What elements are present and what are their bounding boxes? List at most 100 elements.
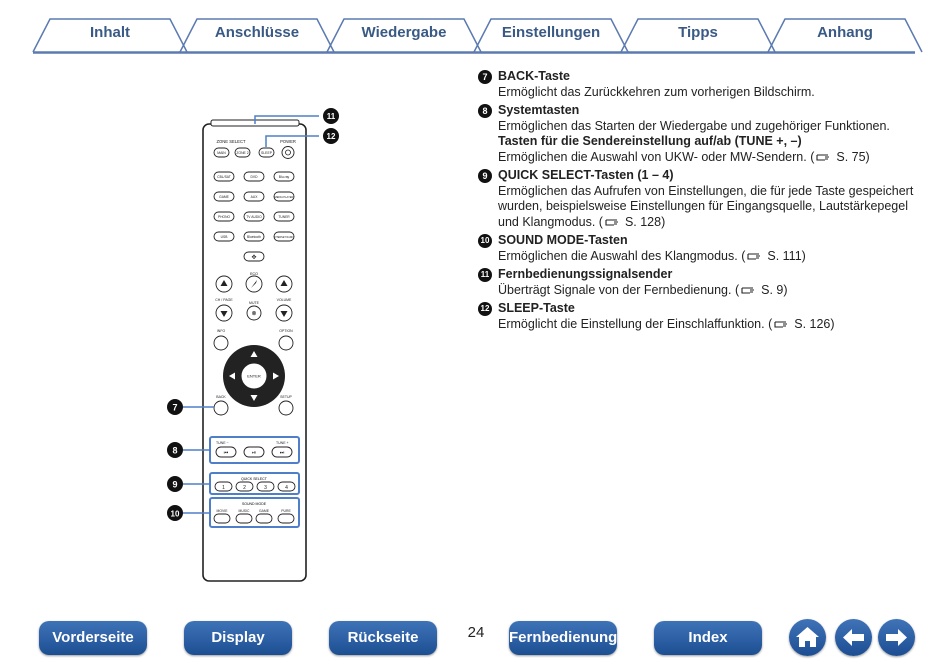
next-page-button[interactable] (878, 619, 915, 656)
zone2-button[interactable] (234, 147, 251, 158)
tab-tipps[interactable]: Tipps (678, 24, 718, 41)
arrow-right-icon (886, 629, 907, 646)
play-pause-icon: ⏯ (252, 450, 256, 456)
item-title: SOUND MODE-Tasten (498, 233, 628, 247)
bluray-button[interactable]: Blu-ray (279, 175, 290, 179)
callout-7: 7 (172, 403, 177, 413)
power-button[interactable] (281, 146, 295, 159)
index-button[interactable]: Index (654, 621, 762, 655)
item-text-wrap: Ermöglichen das Aufrufen von Einstellung… (498, 183, 914, 229)
item-text-wrap: Überträgt Signale von der Fernbedienung.… (498, 282, 788, 297)
item-subtext-body: Ermöglichen die Auswahl von UKW- oder MW… (498, 149, 807, 164)
main-label: MAIN (217, 151, 226, 155)
music-button[interactable] (235, 513, 253, 524)
display-button[interactable]: Display (184, 621, 292, 655)
dvd-button[interactable]: DVD (251, 175, 259, 179)
description-item-11: 11 Fernbedienungssignalsender Überträgt … (478, 267, 918, 298)
tab-einstellungen[interactable]: Einstellungen (501, 24, 601, 41)
callout-9: 9 (172, 480, 177, 490)
rueckseite-button[interactable]: Rückseite (329, 621, 437, 655)
pointing-hand-icon (816, 153, 830, 161)
sleep-button[interactable] (258, 147, 275, 158)
description-list: 7 BACK-Taste Ermöglicht das Zurückkehren… (478, 66, 918, 335)
item-title: SLEEP-Taste (498, 301, 575, 315)
split-button[interactable] (243, 251, 265, 262)
home-button[interactable] (789, 619, 826, 656)
quick-select-4-button[interactable]: 4 (285, 485, 288, 491)
tab-wiedergabe[interactable]: Wiedergabe (361, 24, 447, 41)
back-button[interactable] (213, 400, 229, 416)
item-text: Ermöglichen die Auswahl des Klangmodus. (498, 248, 738, 263)
item-title: Fernbedienungssignalsender (498, 267, 673, 281)
callout-line-12 (265, 135, 319, 147)
setup-button[interactable] (278, 400, 294, 416)
aux-button[interactable]: AUX (251, 195, 259, 199)
cursor-down-icon (250, 395, 258, 401)
cursor-up-icon (250, 351, 258, 357)
sound-mode-label: SOUND MODE (242, 502, 267, 506)
previous-page-button[interactable] (835, 619, 872, 656)
skip-forward-icon: ⏭ (280, 450, 285, 456)
game-button[interactable] (255, 513, 273, 524)
tune-plus-button[interactable] (271, 446, 293, 458)
ch-page-label: CH / PAGE (215, 298, 233, 302)
split-icon: ✥ (251, 254, 256, 261)
option-button[interactable] (278, 335, 294, 351)
tab-anschluesse[interactable]: Anschlüsse (214, 24, 300, 41)
skip-back-icon: ⏮ (224, 450, 229, 456)
info-button[interactable] (213, 335, 229, 351)
quick-select-label: QUICK SELECT (241, 477, 268, 481)
item-text: Ermöglicht die Einstellung der Einschlaf… (498, 316, 765, 331)
item-number: 7 (478, 69, 492, 84)
vorderseite-button[interactable]: Vorderseite (39, 621, 147, 655)
sleep-label: SLEEP (261, 151, 273, 155)
internet-radio-button[interactable]: INTERNET RADIO (274, 236, 294, 239)
page-reference-link[interactable]: S. 128 (624, 214, 662, 229)
pointing-hand-icon (741, 286, 755, 294)
page-reference-link[interactable]: S. 111 (767, 248, 802, 263)
pure-button[interactable] (277, 513, 295, 524)
movie-label: MOVIE (217, 509, 229, 513)
item-text: Ermöglichen das Starten der Wiedergabe u… (498, 118, 890, 133)
page-reference-link[interactable]: S. 126 (794, 316, 831, 331)
label-power: POWER (280, 139, 296, 144)
media-player-button[interactable]: MEDIA PLAYER (275, 195, 294, 199)
main-button[interactable] (213, 147, 230, 158)
tab-anhang[interactable]: Anhang (817, 24, 873, 41)
quick-select-3-button[interactable]: 3 (264, 485, 267, 491)
pointing-hand-icon (774, 320, 788, 328)
tv-audio-button[interactable]: TV AUDIO (246, 215, 262, 219)
tuner-button[interactable]: TUNER (278, 215, 290, 219)
mute-button[interactable] (246, 305, 262, 321)
page-number: 24 (467, 624, 485, 641)
pointing-hand-icon (605, 218, 618, 226)
page-reference-link[interactable]: S. 75 (836, 149, 866, 164)
tab-inhalt[interactable]: Inhalt (90, 24, 130, 41)
cbl-sat-button[interactable]: CBL/SAT (217, 175, 231, 179)
callout-11: 11 (327, 112, 336, 121)
quick-select-1-button[interactable]: 1 (222, 485, 225, 491)
cursor-left-icon (229, 372, 235, 380)
description-item-12: 12 SLEEP-Taste Ermöglicht die Einstellun… (478, 301, 918, 332)
item-text: Ermöglicht das Zurückkehren zum vorherig… (498, 84, 815, 99)
cursor-right-icon (273, 372, 279, 380)
phono-button[interactable]: PHONO (218, 215, 231, 219)
remote-illustration: ZONE SELECT POWER MAIN ZONE 2 SLEEP CBL/… (165, 100, 345, 590)
enter-button[interactable] (240, 362, 268, 390)
play-pause-button[interactable] (243, 446, 265, 458)
description-item-7: 7 BACK-Taste Ermöglicht das Zurückkehren… (478, 69, 918, 100)
mute-label: MUTE (249, 301, 260, 305)
game-source-button[interactable]: GAME (219, 195, 230, 199)
fernbedienung-button[interactable]: Fernbedienung (509, 621, 617, 655)
setup-label: SETUP (280, 395, 292, 399)
tune-minus-button[interactable] (215, 446, 237, 458)
movie-button[interactable] (213, 513, 231, 524)
quick-select-2-button[interactable]: 2 (243, 485, 246, 491)
game-label: GAME (259, 509, 270, 513)
usb-button[interactable]: USB (221, 235, 229, 239)
page-reference-link[interactable]: S. 9 (761, 282, 784, 297)
callout-8: 8 (172, 446, 177, 456)
bluetooth-button[interactable]: Bluetooth (247, 235, 261, 239)
item-text: Ermöglichen das Aufrufen von Einstellung… (498, 183, 914, 229)
mute-icon: ⊗ (251, 311, 256, 317)
